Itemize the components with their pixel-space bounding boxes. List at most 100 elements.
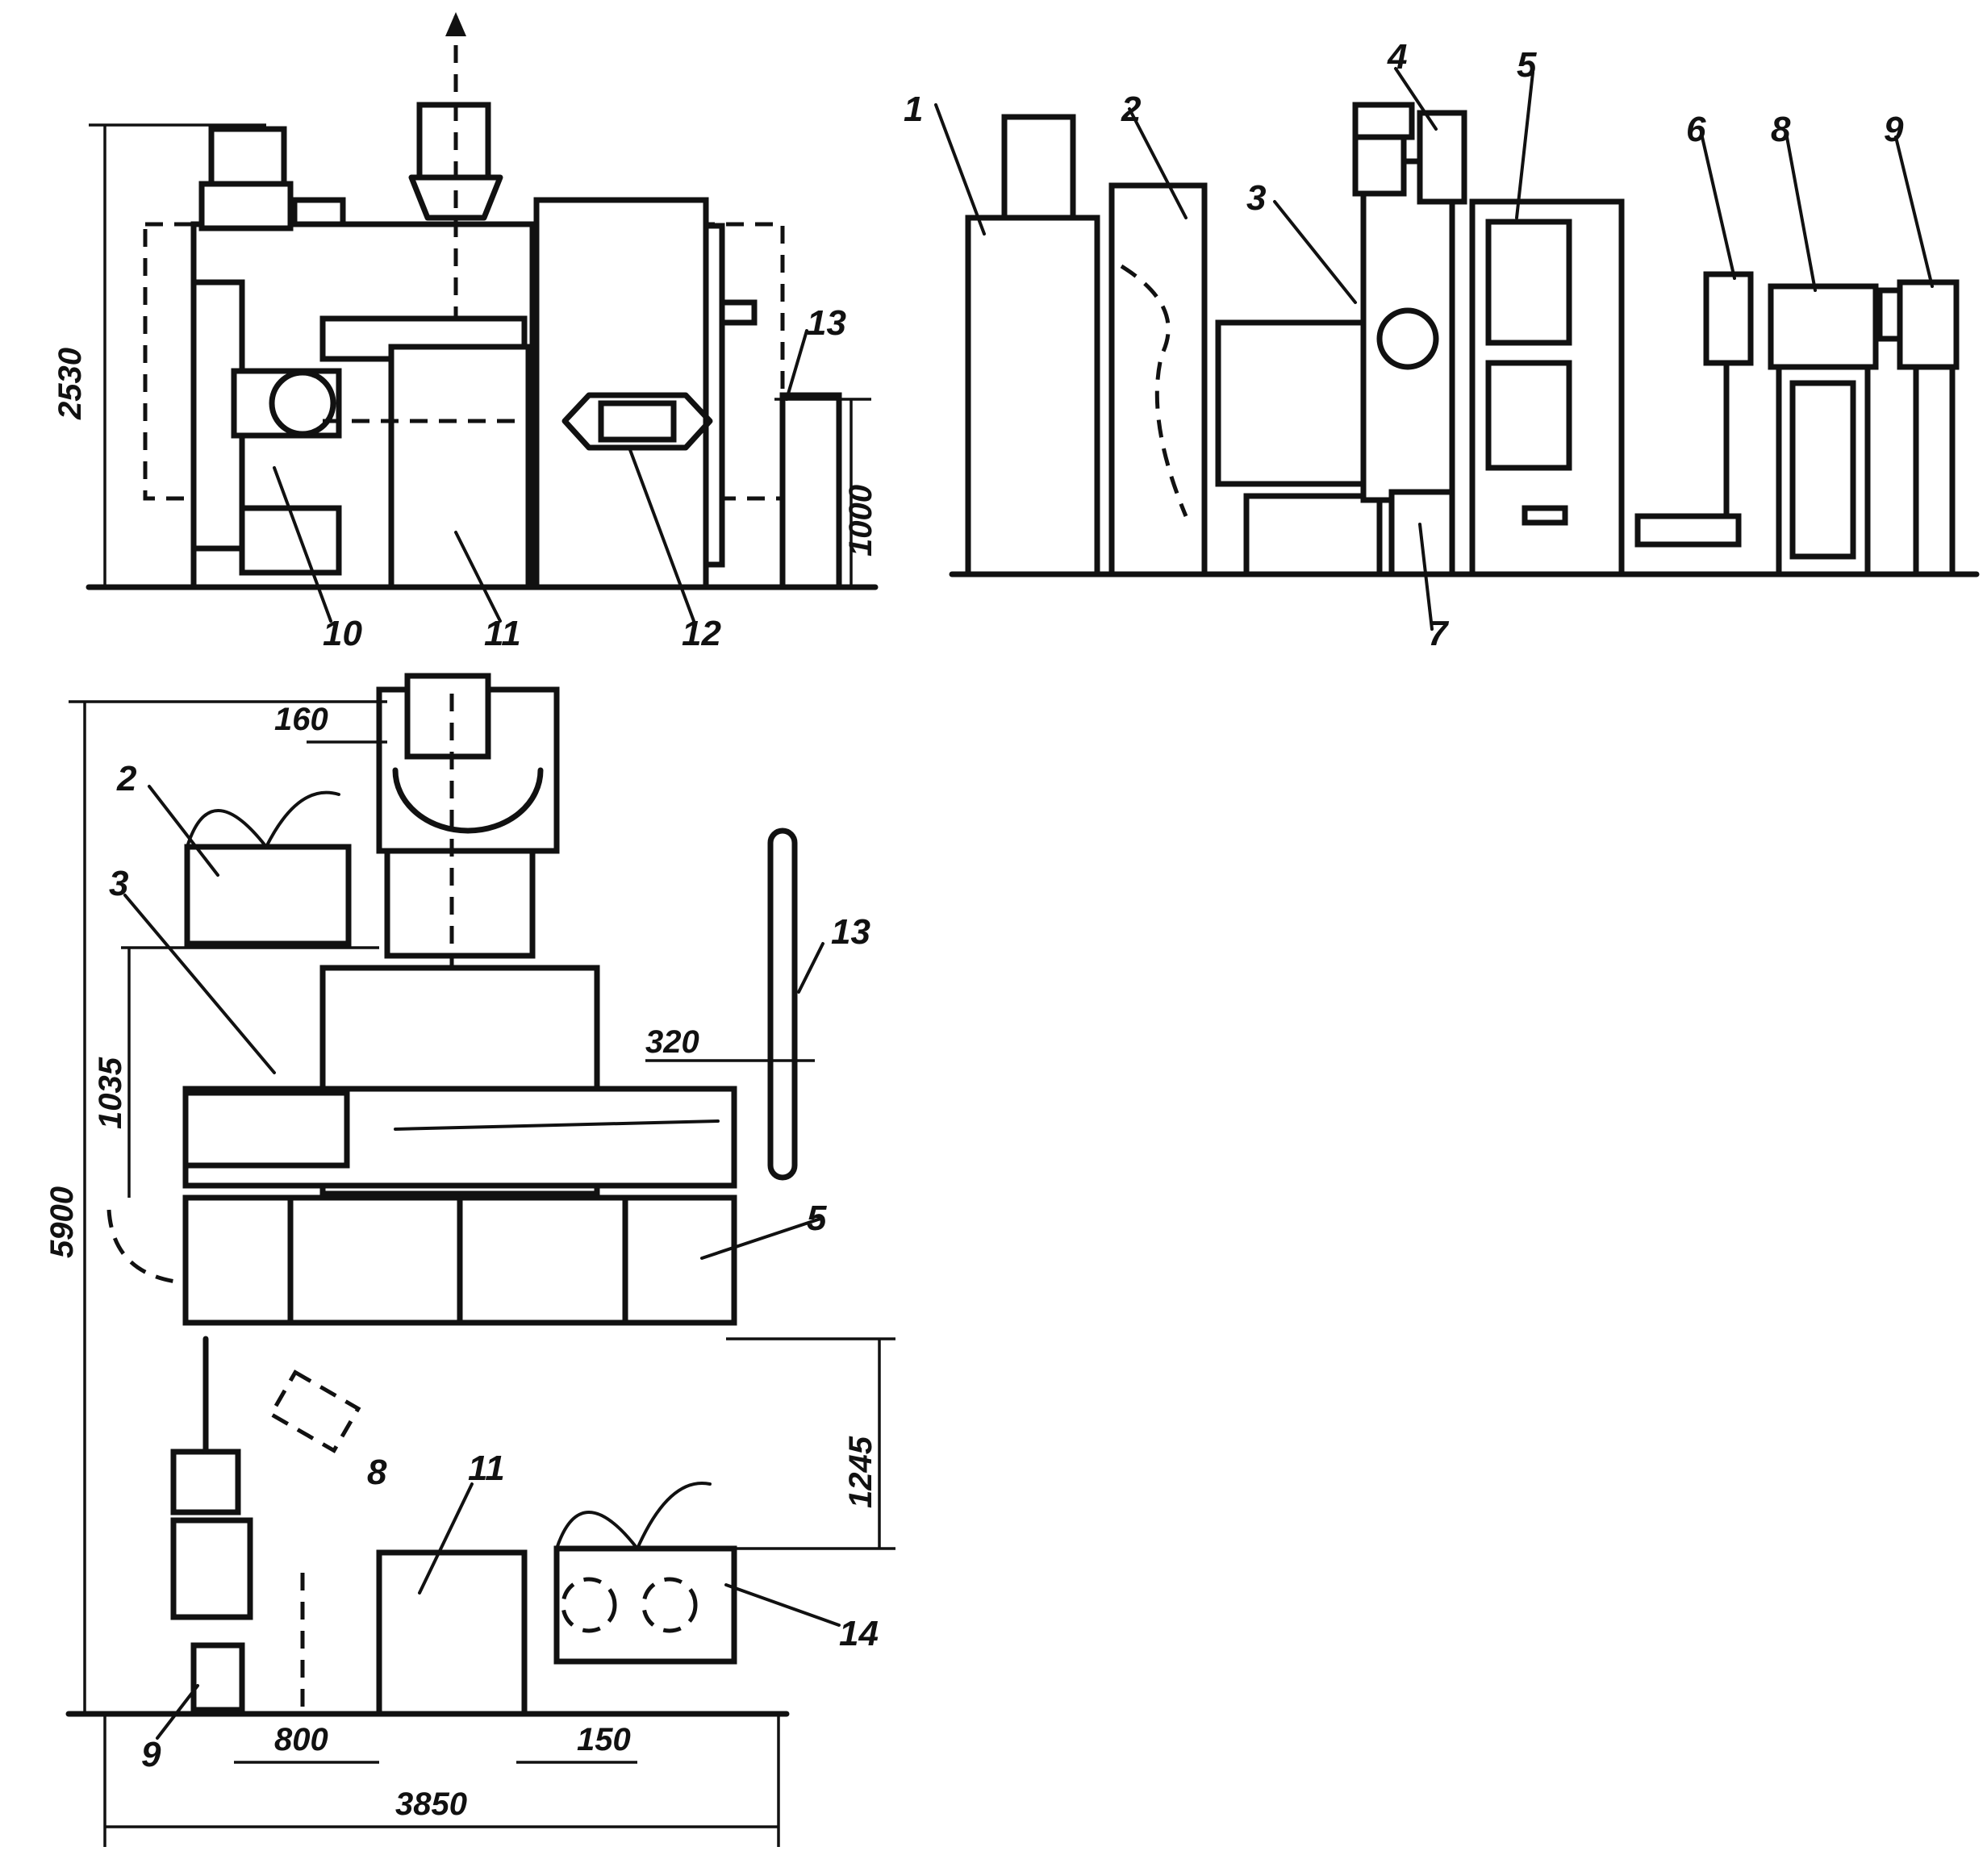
plan-door-swing	[106, 1209, 182, 1285]
front-unit-2	[1108, 182, 1208, 577]
front-callout-2: 2	[1121, 90, 1142, 129]
plan-leader-13	[797, 942, 824, 994]
front-leader-4	[1394, 67, 1438, 131]
front-leader-8	[1785, 135, 1817, 292]
side-right-rail	[703, 223, 725, 568]
plan-dim-800-text: 800	[274, 1722, 328, 1757]
plan-leader-14	[724, 1583, 841, 1627]
plan-dim-1035-text: 1035	[93, 1057, 128, 1129]
front-unit-4-head	[1417, 110, 1467, 205]
plan-pedal-8-alt	[268, 1369, 361, 1453]
front-unit-9-coupling	[1876, 287, 1903, 342]
plan-top-motor-cap	[404, 673, 491, 760]
front-cabinet-5-lower-door	[1485, 360, 1572, 471]
plan-leader-11	[418, 1482, 474, 1595]
side-spindle-circle	[269, 369, 336, 437]
front-unit-1	[965, 215, 1100, 577]
front-leader-3	[1273, 200, 1357, 304]
plan-screw-line	[394, 1119, 720, 1131]
front-spindle-circle	[1376, 307, 1439, 370]
side-callout-13: 13	[807, 303, 846, 343]
plan-dim-1245-text: 1245	[843, 1436, 879, 1508]
side-dim-1000-text: 1000	[843, 485, 879, 557]
front-callout-3: 3	[1246, 178, 1266, 218]
plan-dim-160-text: 160	[274, 702, 328, 737]
plan-callout-9: 9	[141, 1735, 161, 1774]
plan-dim-150-text: 150	[577, 1722, 631, 1757]
plan-callout-3: 3	[109, 864, 128, 903]
plan-callout-14: 14	[839, 1614, 879, 1653]
plan-leader-9	[156, 1684, 199, 1740]
plan-dim-320-text: 320	[645, 1024, 699, 1060]
front-unit-9-top	[1897, 279, 1960, 370]
front-leader-1	[934, 103, 986, 236]
front-unit-1-motor	[1001, 114, 1076, 221]
side-callout-11: 11	[484, 614, 521, 653]
front-machine-plinth	[1243, 493, 1383, 577]
plan-pedal-8	[170, 1449, 241, 1515]
front-machine-column	[1360, 158, 1455, 503]
front-unit-8-top	[1768, 283, 1879, 370]
side-post-13	[779, 392, 842, 590]
front-cabinet-5-upper-door	[1485, 219, 1572, 346]
side-leader-10	[273, 466, 332, 623]
side-dim-2530-text: 2530	[52, 348, 88, 420]
side-centre-arrow	[445, 12, 466, 36]
front-unit-9-stand	[1913, 364, 1956, 577]
side-top-hood	[408, 174, 503, 221]
front-cabinet-5-handle	[1522, 505, 1568, 526]
front-callout-6: 6	[1686, 110, 1706, 149]
plan-unit-14-door-right	[636, 1482, 712, 1550]
front-leader-2	[1128, 107, 1188, 219]
plan-unit-11	[376, 1549, 528, 1717]
plan-top-motor-arc	[392, 767, 544, 834]
plan-unit-9-motor	[170, 1517, 253, 1620]
front-leader-5	[1515, 71, 1534, 219]
plan-callout-13: 13	[831, 912, 870, 952]
plan-leader-5	[700, 1216, 824, 1260]
plan-callout-5: 5	[807, 1199, 827, 1238]
front-callout-5: 5	[1517, 45, 1537, 85]
plan-dim-5900-text: 5900	[44, 1186, 80, 1258]
front-pedal	[1634, 513, 1742, 548]
front-callout-7: 7	[1428, 614, 1450, 653]
plan-leader-2	[148, 785, 219, 877]
front-callout-4: 4	[1387, 37, 1407, 77]
front-unit-6	[1703, 271, 1754, 366]
plan-callout-11: 11	[468, 1449, 505, 1488]
side-view: 2530 1000 10 11 12 13	[52, 12, 879, 653]
front-unit-2-door-arc	[1120, 264, 1188, 517]
side-callout-12: 12	[682, 614, 721, 653]
side-leader-11	[454, 531, 502, 623]
side-leader-13	[785, 329, 808, 401]
side-small-block	[291, 197, 346, 227]
plan-dim-3850-text: 3850	[395, 1786, 467, 1822]
side-cabinet-11	[388, 344, 532, 590]
plan-unit-2-door-right	[265, 790, 340, 848]
front-callout-9: 9	[1884, 110, 1904, 149]
plan-leader-3	[123, 894, 276, 1074]
side-lower-block	[239, 505, 342, 576]
plan-unit-2-door-left	[186, 809, 268, 848]
side-device-12	[561, 392, 713, 451]
front-leader-7	[1418, 523, 1434, 631]
plan-callout-2: 2	[116, 759, 137, 798]
front-callout-8: 8	[1771, 110, 1791, 149]
front-leader-6	[1701, 135, 1736, 280]
side-device-12-core	[598, 400, 677, 443]
front-machine-base-left	[1215, 319, 1367, 487]
plan-unit-3-head	[182, 1090, 350, 1169]
front-view: 1 2 3 4 5 6 7 8 9	[904, 37, 1980, 653]
plan-unit-14-circle-2	[641, 1577, 698, 1633]
plan-view: 5900 160 1035 320 1245 800 150 3850 2 3 …	[44, 673, 895, 1847]
plan-rail-13	[767, 828, 798, 1181]
front-callout-1: 1	[904, 90, 923, 129]
plan-callout-8: 8	[367, 1453, 387, 1492]
front-unit-8-door	[1789, 380, 1856, 560]
side-leader-12	[628, 446, 695, 623]
side-motor-top	[208, 126, 287, 189]
plan-unit-14-circle-1	[561, 1577, 617, 1633]
side-right-knob	[719, 299, 758, 326]
